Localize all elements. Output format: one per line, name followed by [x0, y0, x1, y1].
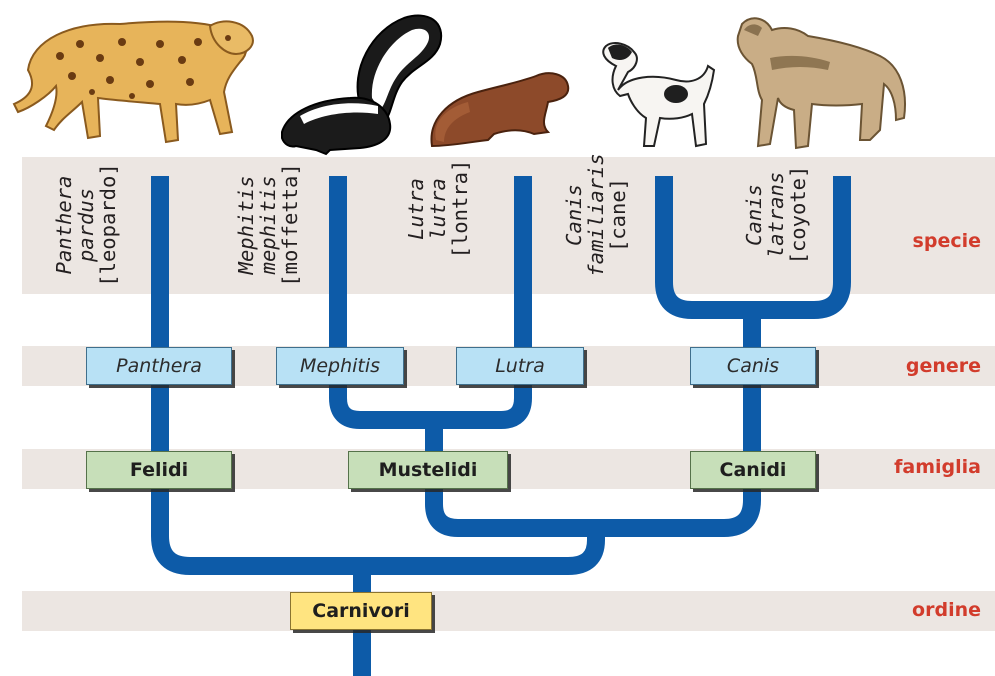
species-common-name: [moffetta]	[279, 155, 301, 295]
rank-label-genus: genere	[906, 355, 981, 377]
family-box-canidi: Canidi	[690, 451, 816, 489]
rank-label-order: ordine	[912, 599, 981, 621]
family-box-mustelidi: Mustelidi	[348, 451, 508, 489]
species-common-name: [leopardo]	[97, 155, 119, 295]
species-label-panthera-pardus: Panthera pardus [leopardo]	[47, 155, 125, 295]
species-line2: lutra	[427, 139, 449, 279]
genus-box-panthera: Panthera	[86, 347, 232, 385]
species-line2: mephitis	[257, 155, 279, 295]
species-line2: familiaris	[585, 145, 607, 285]
genus-box-mephitis: Mephitis	[276, 347, 404, 385]
species-label-mephitis-mephitis: Mephitis mephitis [moffetta]	[229, 155, 307, 295]
species-common-name: [coyote]	[787, 145, 809, 285]
genus-box-lutra: Lutra	[456, 347, 584, 385]
species-line1: Mephitis	[235, 155, 257, 295]
species-line1: Lutra	[405, 139, 427, 279]
species-line2: pardus	[75, 155, 97, 295]
species-common-name: [lontra]	[449, 139, 471, 279]
species-label-lutra-lutra: Lutra lutra [lontra]	[399, 139, 477, 279]
genus-box-canis: Canis	[690, 347, 816, 385]
canid-trunk	[570, 310, 752, 528]
rank-label-family: famiglia	[894, 456, 981, 478]
species-line2: latrans	[765, 145, 787, 285]
rank-label-species: specie	[913, 230, 981, 252]
species-line1: Canis	[563, 145, 585, 285]
order-box-carnivori: Carnivori	[290, 592, 432, 630]
species-line1: Panthera	[53, 155, 75, 295]
species-line1: Canis	[743, 145, 765, 285]
family-box-felidi: Felidi	[86, 451, 232, 489]
species-label-canis-familiaris: Canis familiaris [cane]	[557, 145, 635, 285]
species-common-name: [cane]	[607, 145, 629, 285]
species-label-canis-latrans: Canis latrans [coyote]	[737, 145, 815, 285]
